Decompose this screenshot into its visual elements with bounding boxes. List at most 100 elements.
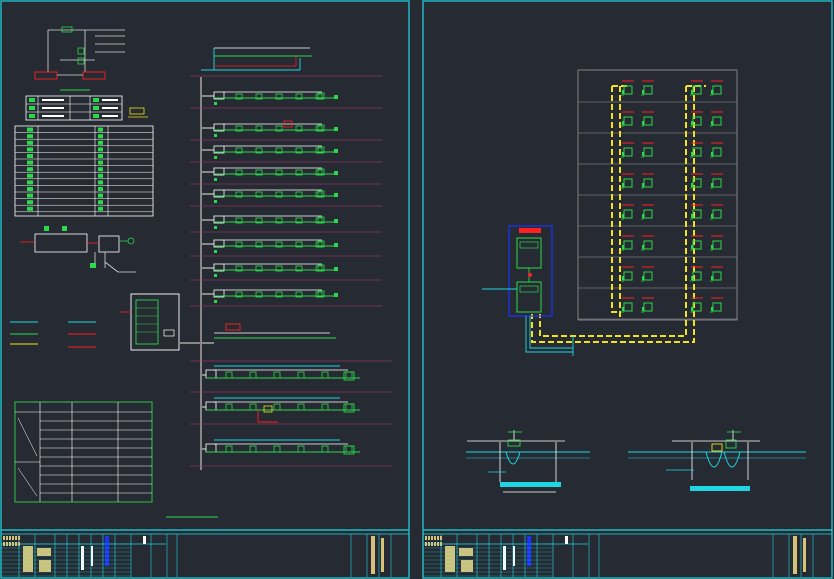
smoke-detector <box>690 204 703 220</box>
symbol-swatch <box>98 134 103 139</box>
detector-array <box>621 80 723 313</box>
symbol-swatch <box>98 154 103 158</box>
smoke-detector <box>621 111 634 127</box>
smoke-detector <box>690 142 703 158</box>
smoke-detector <box>690 80 703 96</box>
smoke-detector <box>641 204 654 220</box>
smoke-detector <box>710 297 723 313</box>
approval-stamp <box>371 536 375 574</box>
smoke-detector <box>641 111 654 127</box>
branch-floors <box>190 365 392 467</box>
symbol-swatch <box>98 160 103 165</box>
riser-floor-branch <box>190 289 382 307</box>
smoke-detector <box>621 204 634 220</box>
top-wiring-sketch <box>34 26 125 80</box>
smoke-detector <box>710 235 723 251</box>
smoke-detector <box>621 266 634 282</box>
smoke-detector <box>690 235 703 251</box>
right-title-block <box>423 533 832 577</box>
right-sheet-frame <box>422 0 833 579</box>
smoke-detector <box>641 266 654 282</box>
symbol-swatch <box>27 206 33 211</box>
symbol-swatch <box>27 187 33 191</box>
info-table <box>14 401 153 503</box>
symbol-swatch <box>27 200 33 205</box>
control-cabinet[interactable] <box>482 225 553 317</box>
legend-table <box>25 89 148 121</box>
symbol-swatch <box>98 140 103 145</box>
symbol-swatch <box>27 160 33 165</box>
smoke-detector <box>710 266 723 282</box>
riser-diagram <box>190 47 392 470</box>
outgoing-cable <box>525 316 574 356</box>
approval-stamp <box>793 536 797 574</box>
symbol-swatch <box>98 187 103 191</box>
riser-floor-branch <box>190 120 382 141</box>
smoke-detector <box>710 204 723 220</box>
symbol-swatch <box>98 200 103 205</box>
lower-floor-branch <box>190 323 392 362</box>
smoke-detector <box>621 297 634 313</box>
smoke-detector <box>641 297 654 313</box>
top-floor-branch <box>190 47 382 77</box>
installation-detail-left <box>466 430 590 493</box>
branch-floor <box>190 439 392 467</box>
symbol-swatch <box>27 127 33 132</box>
riser-floor-branch <box>190 263 382 281</box>
left-title-block <box>1 533 409 577</box>
smoke-detector <box>710 111 723 127</box>
symbol-swatch <box>98 206 103 211</box>
revision-mark <box>527 536 531 566</box>
installation-detail-right <box>628 430 806 491</box>
smoke-detector <box>621 80 634 96</box>
symbol-swatch <box>27 173 33 178</box>
symbol-swatch <box>27 167 33 172</box>
symbol-swatch <box>27 140 33 145</box>
riser-floor-branch <box>190 91 382 109</box>
smoke-detector <box>690 266 703 282</box>
shielded-cable-route <box>531 85 706 343</box>
smoke-detector <box>710 173 723 189</box>
riser-floor-branch <box>190 215 382 233</box>
stamp-seal <box>23 546 33 572</box>
stamp-seal <box>445 546 455 572</box>
branch-floor <box>190 365 392 393</box>
symbol-swatch <box>98 127 103 132</box>
smoke-detector <box>690 111 703 127</box>
symbol-swatch <box>98 173 103 178</box>
symbol-swatch <box>27 147 33 152</box>
revision-mark <box>105 536 109 566</box>
equipment-table <box>14 125 154 217</box>
line-legend <box>10 321 96 348</box>
smoke-detector <box>621 173 634 189</box>
riser-floor-branch <box>190 145 382 163</box>
symbol-swatch <box>27 154 33 158</box>
fire-control-panel[interactable] <box>120 293 205 351</box>
riser-floor-branch <box>190 189 382 207</box>
building-floor-grid <box>577 69 738 321</box>
symbol-swatch <box>98 180 103 185</box>
smoke-detector <box>710 142 723 158</box>
branch-floor <box>190 397 392 425</box>
left-sheet-frame <box>0 0 410 579</box>
smoke-detector <box>641 173 654 189</box>
symbol-swatch <box>98 147 103 152</box>
smoke-detector <box>621 235 634 251</box>
smoke-detector <box>710 80 723 96</box>
symbol-swatch <box>98 193 103 198</box>
smoke-detector <box>641 235 654 251</box>
symbol-swatch <box>27 193 33 198</box>
riser-floor-branch <box>190 239 382 257</box>
smoke-detector <box>641 142 654 158</box>
riser-floor-branch <box>190 167 382 185</box>
symbol-swatch <box>27 180 33 185</box>
symbol-swatch <box>27 134 33 139</box>
smoke-detector <box>641 80 654 96</box>
smoke-detector <box>621 142 634 158</box>
symbol-swatch <box>98 167 103 172</box>
panel-sketch <box>20 226 136 273</box>
smoke-detector <box>690 173 703 189</box>
riser-floors <box>190 91 382 307</box>
smoke-detector <box>690 297 703 313</box>
